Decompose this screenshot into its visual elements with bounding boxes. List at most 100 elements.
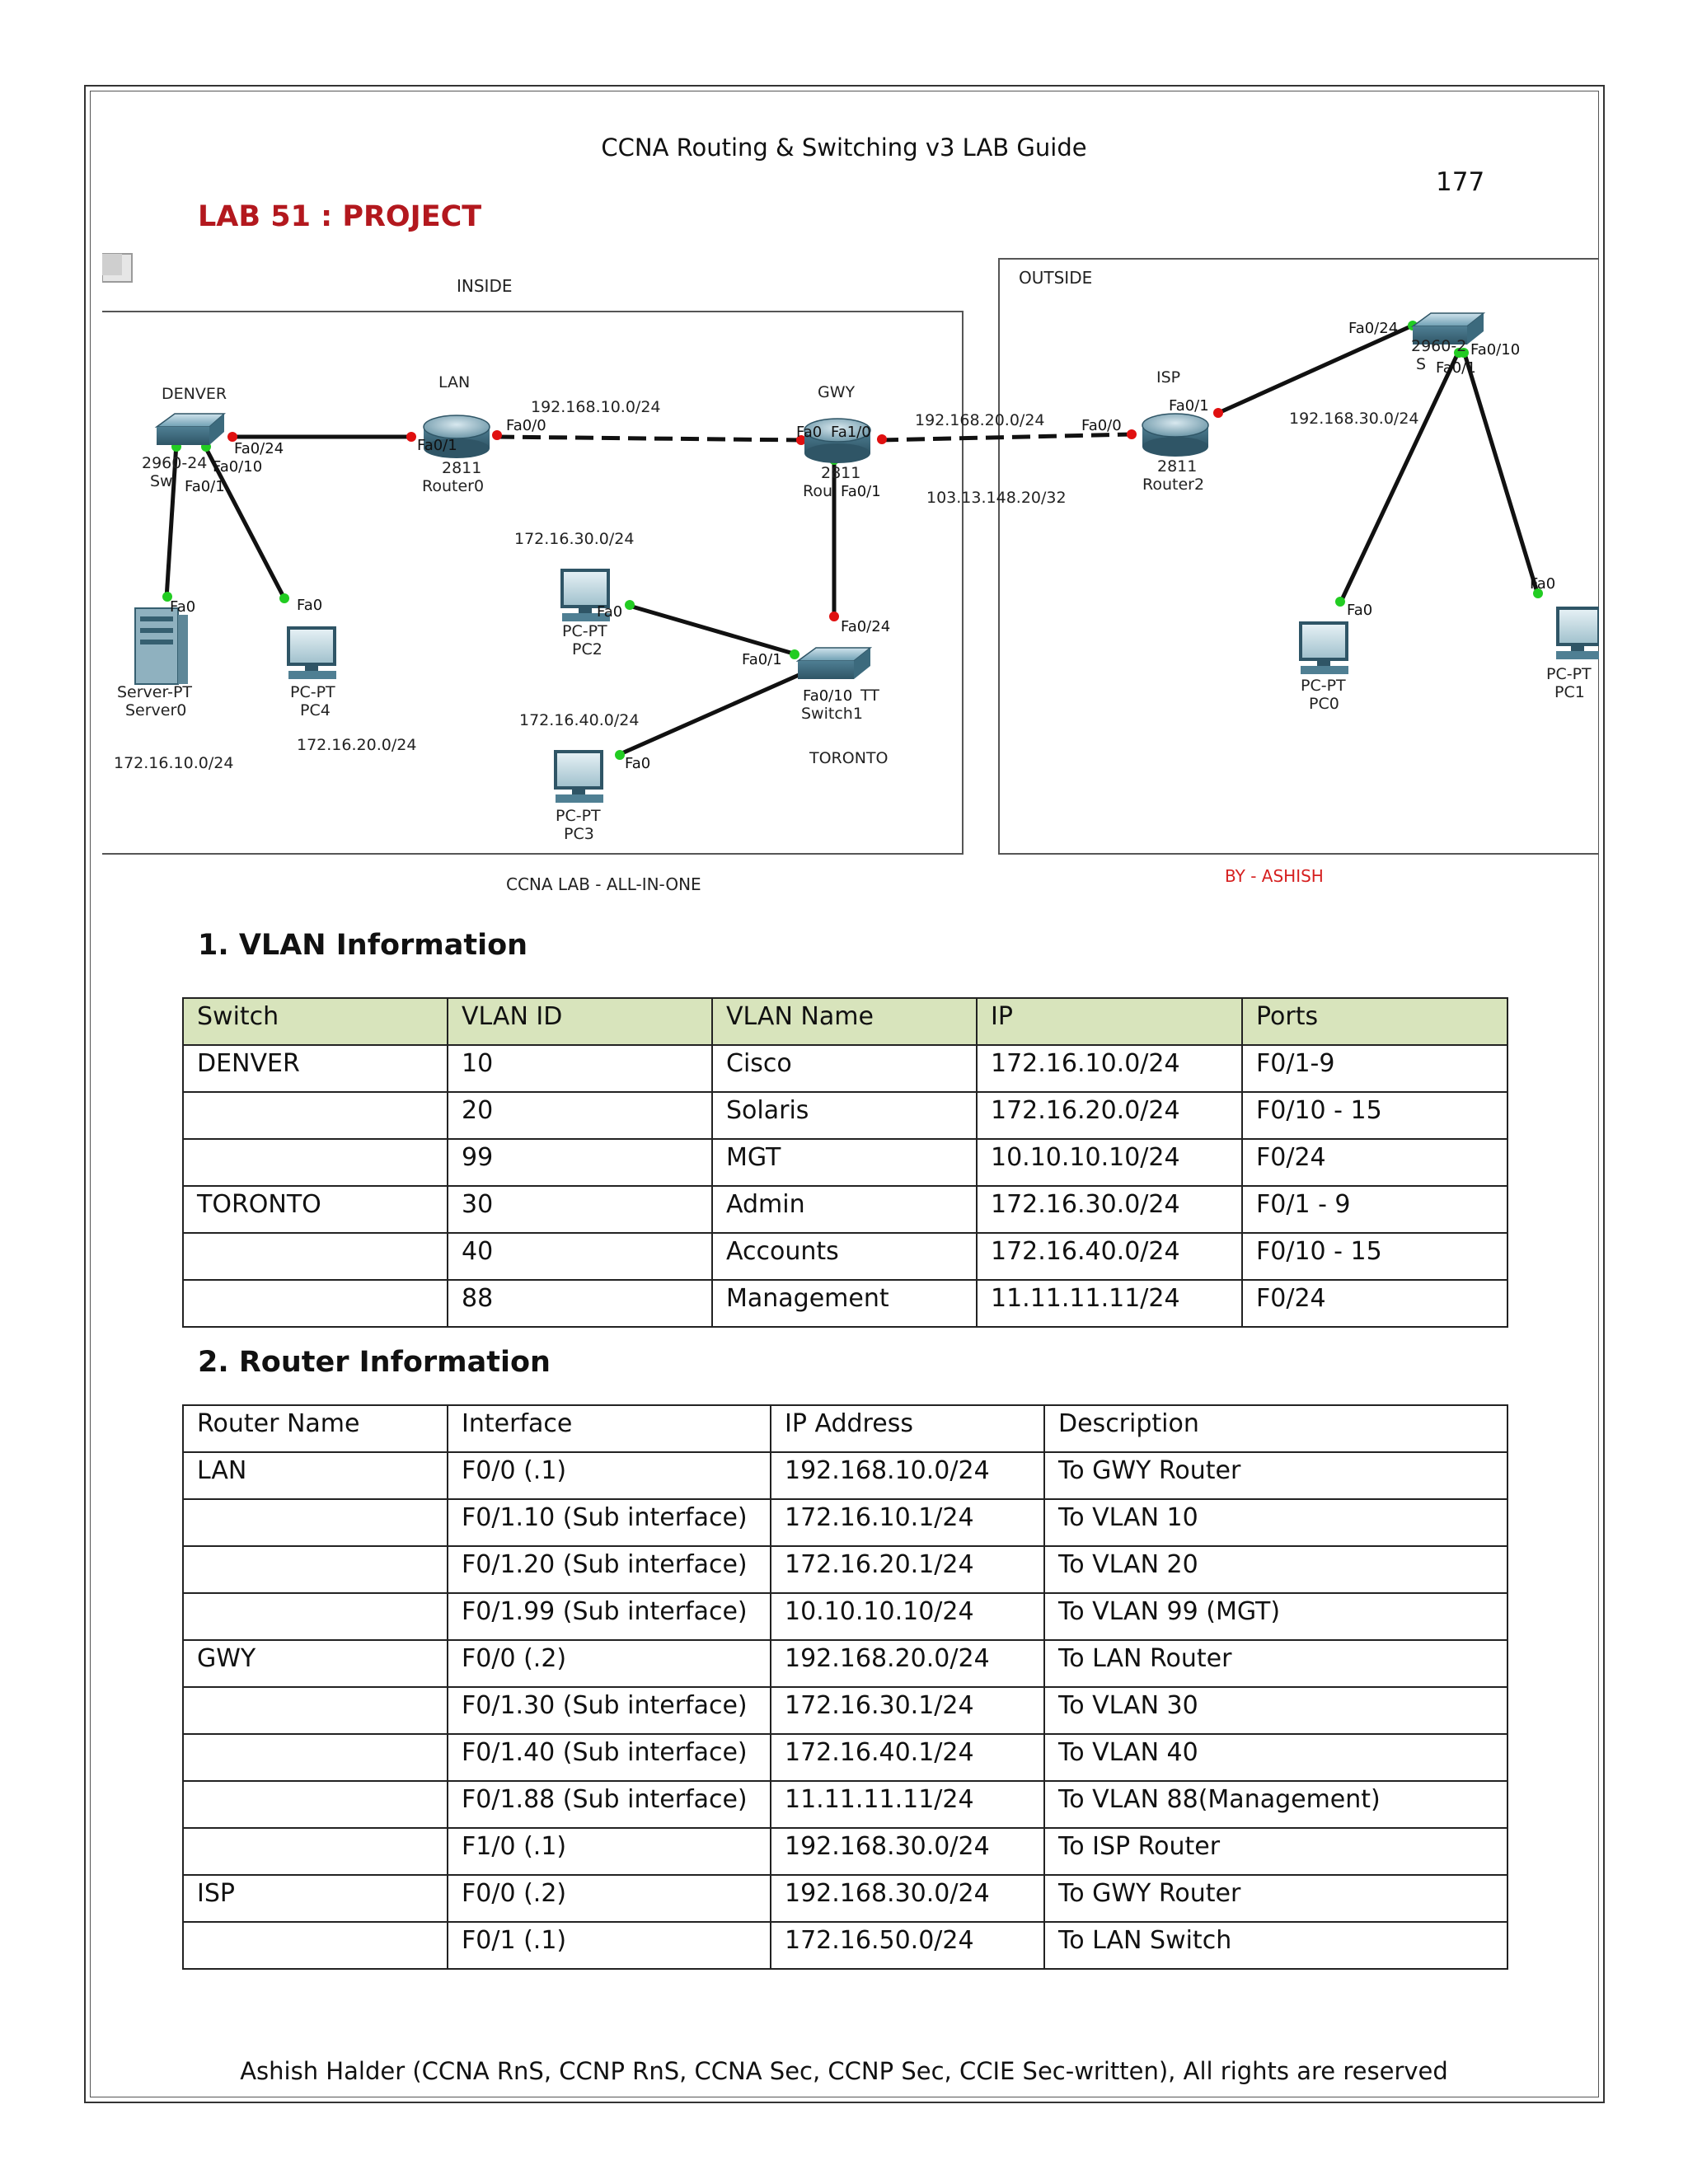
pc0-type: PC-PT <box>1301 677 1346 695</box>
server0-type: Server-PT <box>117 683 192 701</box>
port-sw1-fa0-1: Fa0/1 <box>742 651 782 668</box>
pc1-type: PC-PT <box>1546 665 1592 683</box>
pc1-icon <box>1556 607 1599 659</box>
cable-pc3-switch1 <box>617 670 806 757</box>
router-cell: To VLAN 20 <box>1043 1545 1508 1594</box>
router-cell: 172.16.10.1/24 <box>770 1498 1045 1547</box>
server0-name: Server0 <box>125 701 186 719</box>
pc3-type: PC-PT <box>556 807 601 825</box>
pc2-type: PC-PT <box>562 622 607 640</box>
vlan-cell <box>182 1091 448 1140</box>
cable-iswitch-pc0 <box>1338 349 1461 605</box>
net-vlan10: 172.16.10.0/24 <box>114 754 233 772</box>
gwy-router-name: Rou <box>803 482 832 500</box>
page-number: 177 <box>1436 167 1485 197</box>
net-gwy-isp: 192.168.20.0/24 <box>915 411 1045 429</box>
router-cell <box>182 1545 448 1594</box>
isp-switch-model: 2960-2 <box>1411 337 1466 355</box>
site-label-denver: DENVER <box>162 385 227 403</box>
vlan-cell: Cisco <box>711 1044 978 1093</box>
router-cell: F0/1.88 (Sub interface) <box>447 1780 771 1829</box>
gwy-router-icon <box>804 418 871 463</box>
corner-artifact <box>102 253 133 283</box>
router-cell: F0/1.99 (Sub interface) <box>447 1592 771 1641</box>
page-border-inner <box>90 91 1599 2097</box>
table-row: F0/1.40 (Sub interface) 172.16.40.1/24 T… <box>182 1733 1508 1782</box>
cable-denver-pc4 <box>204 447 288 602</box>
router-col-ip: IP Address <box>770 1404 1045 1453</box>
router0-name: Router0 <box>422 477 484 495</box>
router-cell: To ISP Router <box>1043 1827 1508 1876</box>
vlan-cell: Management <box>711 1279 978 1328</box>
router-cell: F0/0 (.2) <box>447 1874 771 1923</box>
router0-model: 2811 <box>442 459 481 477</box>
router-cell <box>182 1733 448 1782</box>
router-cell: To GWY Router <box>1043 1874 1508 1923</box>
router-cell: 192.168.30.0/24 <box>770 1874 1045 1923</box>
port-r0-fa0-0: Fa0/0 <box>506 417 546 434</box>
router-cell: F0/1.10 (Sub interface) <box>447 1498 771 1547</box>
router-cell: 172.16.50.0/24 <box>770 1921 1045 1970</box>
vlan-cell: 10.10.10.10/24 <box>976 1138 1243 1187</box>
table-row: DENVER 10 Cisco 172.16.10.0/24 F0/1-9 <box>182 1044 1508 1093</box>
vlan-cell: DENVER <box>182 1044 448 1093</box>
cables <box>164 322 1540 757</box>
table-row: ISP F0/0 (.2) 192.168.30.0/24 To GWY Rou… <box>182 1874 1508 1923</box>
router-cell: F0/1 (.1) <box>447 1921 771 1970</box>
router-cell: 192.168.20.0/24 <box>770 1639 1045 1688</box>
port-r2-fa0-0: Fa0/0 <box>1081 417 1122 434</box>
vlan-cell: F0/1 - 9 <box>1241 1185 1508 1234</box>
router2-name: Router2 <box>1142 476 1204 494</box>
router-col-name: Router Name <box>182 1404 448 1453</box>
pc4-name: PC4 <box>300 701 331 719</box>
inside-frame <box>102 311 964 855</box>
page-border-outer <box>84 85 1605 2103</box>
port-gwy-fa0-1: Fa0/1 <box>841 483 881 500</box>
router-cell: 172.16.30.1/24 <box>770 1686 1045 1735</box>
router-cell: 10.10.10.10/24 <box>770 1592 1045 1641</box>
router-header-row: Router Name Interface IP Address Descrip… <box>182 1404 1508 1453</box>
router-cell: LAN <box>182 1451 448 1500</box>
table-row: F0/1.30 (Sub interface) 172.16.30.1/24 T… <box>182 1686 1508 1735</box>
net-public: 103.13.148.20/32 <box>926 489 1067 507</box>
pc3-icon <box>554 750 603 803</box>
cable-pc2-switch1 <box>626 602 797 657</box>
vlan-col-ip: IP <box>976 997 1243 1046</box>
port-pc3-fa0: Fa0 <box>625 755 650 772</box>
cable-iswitch-pc1 <box>1461 350 1540 596</box>
router2-icon <box>1142 413 1209 457</box>
router-cell <box>182 1686 448 1735</box>
router-cell: 11.11.11.11/24 <box>770 1780 1045 1829</box>
port-r0-fa0-1: Fa0/1 <box>417 437 457 454</box>
table-row: 88 Management 11.11.11.11/24 F0/24 <box>182 1279 1508 1328</box>
switch1-name: Switch1 <box>801 705 863 723</box>
router-cell: 192.168.10.0/24 <box>770 1451 1045 1500</box>
table-row: F0/1.20 (Sub interface) 172.16.20.1/24 T… <box>182 1545 1508 1594</box>
pc4-type: PC-PT <box>290 683 335 701</box>
outside-label: OUTSIDE <box>1019 268 1092 288</box>
vlan-cell: MGT <box>711 1138 978 1187</box>
router-cell: To GWY Router <box>1043 1451 1508 1500</box>
vlan-cell: 10 <box>447 1044 713 1093</box>
router-cell: ISP <box>182 1874 448 1923</box>
table-row: TORONTO 30 Admin 172.16.30.0/24 F0/1 - 9 <box>182 1185 1508 1234</box>
router-cell: F0/1.20 (Sub interface) <box>447 1545 771 1594</box>
table-row: LAN F0/0 (.1) 192.168.10.0/24 To GWY Rou… <box>182 1451 1508 1500</box>
lab-title: LAB 51 : PROJECT <box>198 200 482 233</box>
vlan-header-row: Switch VLAN ID VLAN Name IP Ports <box>182 997 1508 1046</box>
table-row: F0/1.10 (Sub interface) 172.16.10.1/24 T… <box>182 1498 1508 1547</box>
cable-denver-server <box>164 443 179 599</box>
router-cell: To VLAN 10 <box>1043 1498 1508 1547</box>
vlan-col-vlan-name: VLAN Name <box>711 997 978 1046</box>
vlan-cell: 30 <box>447 1185 713 1234</box>
vlan-col-vlan-id: VLAN ID <box>447 997 713 1046</box>
vlan-cell: 172.16.10.0/24 <box>976 1044 1243 1093</box>
vlan-cell <box>182 1138 448 1187</box>
switch1-icon <box>795 647 873 679</box>
site-label-lan: LAN <box>438 373 470 391</box>
net-vlan20: 172.16.20.0/24 <box>297 736 416 754</box>
router-cell: To VLAN 88(Management) <box>1043 1780 1508 1829</box>
denver-switch-model: 2960-24 <box>142 454 207 472</box>
vlan-cell: 172.16.40.0/24 <box>976 1232 1243 1281</box>
vlan-cell: F0/10 - 15 <box>1241 1232 1508 1281</box>
